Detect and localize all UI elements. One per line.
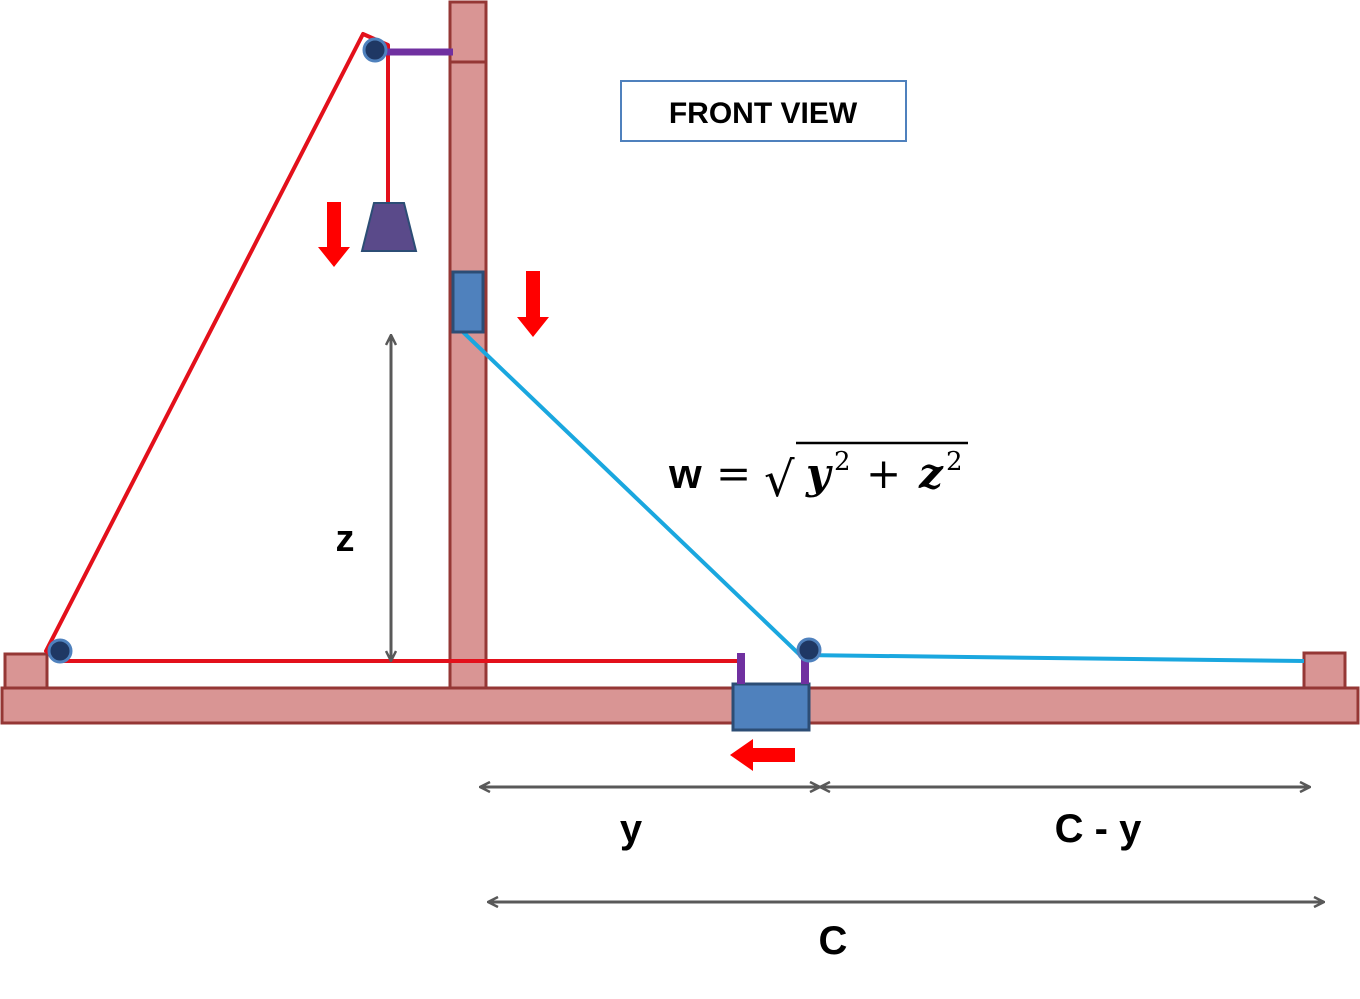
z-label: z [336, 518, 355, 560]
formula-exp-y: 2 [834, 447, 851, 477]
front-view-box [620, 80, 907, 142]
formula-exp-z: 2 [946, 447, 963, 477]
formula-lhs: w [668, 450, 702, 497]
post-slider-block [451, 270, 485, 334]
slider-down-arrow [517, 271, 549, 337]
base-beam [0, 686, 1360, 725]
left-foot-block [3, 652, 49, 690]
slider-pulley [796, 637, 822, 663]
top-pulley [362, 37, 388, 63]
formula-var-z: z [918, 449, 944, 498]
formula-plus: + [866, 449, 901, 498]
vertical-post [448, 0, 488, 690]
front-view-title: FRONT VIEW [669, 97, 858, 130]
hanging-weight [360, 202, 418, 252]
slider-left-arrow [730, 739, 795, 771]
weight-down-arrow [318, 202, 350, 267]
c-minus-y-label: C - y [1055, 807, 1142, 851]
red-rope [44, 32, 741, 663]
base-slider-block [731, 682, 811, 732]
c-label: C [819, 919, 848, 963]
formula-equals: = [716, 449, 751, 498]
left-pulley [47, 638, 73, 664]
right-foot-block [1302, 651, 1347, 690]
y-label: y [620, 807, 643, 851]
formula-sqrt: √ [764, 452, 795, 508]
formula-var-y: y [805, 449, 833, 498]
distance-formula: w = √ y 2 + z 2 [668, 441, 968, 508]
